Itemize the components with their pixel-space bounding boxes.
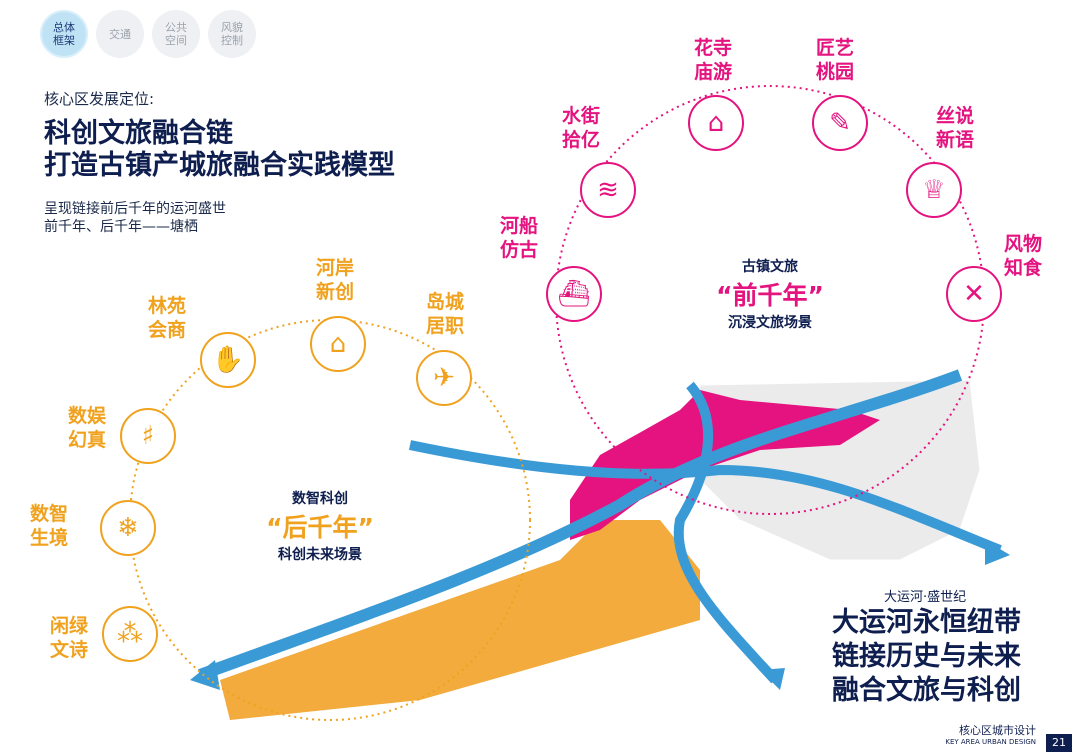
node-label: 丝说新语 [936, 105, 975, 151]
node-label: 闲绿文诗 [50, 615, 89, 661]
headline-line: 打造古镇产城旅融合实践模型 [44, 150, 395, 181]
statement-line: 融合文旅与科创 [832, 675, 1021, 706]
nav-style-control[interactable]: 风貌 控制 [208, 10, 256, 58]
node-label: 花寺庙游 [694, 37, 733, 83]
right-statement: 大运河永恒纽带 链接历史与未来 融合文旅与科创 [832, 606, 1021, 708]
statement-line: 大运河永恒纽带 [832, 607, 1021, 638]
statement-line: 链接历史与未来 [832, 641, 1021, 672]
snowflake-icon: ❄ [100, 500, 156, 556]
footer-title-en: KEY AREA URBAN DESIGN [945, 738, 1036, 746]
section-nav: 总体 框架 交通 公共 空间 风貌 控制 [40, 10, 256, 58]
desc-line: 前千年、后千年——塘栖 [44, 219, 198, 235]
orange-district [220, 520, 700, 720]
footer: 核心区城市设计 KEY AREA URBAN DESIGN [945, 722, 1036, 746]
page-number: 21 [1046, 734, 1072, 752]
nav-label: 风貌 控制 [221, 21, 243, 47]
house-wave-icon: ⌂ [310, 316, 366, 372]
nav-label: 总体 框架 [53, 21, 75, 47]
node-label: 数娱幻真 [68, 405, 107, 451]
positioning-subtitle: 核心区发展定位: [44, 90, 155, 108]
canal-arrow-west [197, 369, 963, 681]
nav-public-space[interactable]: 公共 空间 [152, 10, 200, 58]
arrowhead-east [985, 540, 1010, 565]
page-headline: 科创文旅融合链 打造古镇产城旅融合实践模型 [44, 118, 395, 182]
node-label: 河岸新创 [316, 257, 355, 303]
nav-label: 交通 [109, 27, 131, 41]
craft-icon: ✎ [812, 95, 868, 151]
pink-ring-center: 古镇文旅 “前千年” 沉浸文旅场景 [690, 256, 850, 332]
footer-title: 核心区城市设计 [959, 724, 1036, 737]
canal-arrow-south [673, 381, 779, 684]
headline-line: 科创文旅融合链 [44, 118, 233, 149]
nav-traffic[interactable]: 交通 [96, 10, 144, 58]
center-big: “前千年” [716, 281, 824, 310]
node-label: 数智生境 [30, 503, 69, 549]
center-sub: 沉浸文旅场景 [728, 315, 812, 331]
center-small: 古镇文旅 [742, 259, 798, 275]
orange-ring-center: 数智科创 “后千年” 科创未来场景 [240, 488, 400, 564]
center-small: 数智科创 [292, 491, 348, 507]
node-label: 岛城居职 [426, 291, 465, 337]
cutlery-icon: ✕ [946, 266, 1002, 322]
center-big: “后千年” [266, 513, 374, 542]
handshake-icon: ✋ [200, 332, 256, 388]
ship-icon: ⛴ [546, 266, 602, 322]
desc-line: 呈现链接前后千年的运河盛世 [44, 201, 226, 217]
node-label: 匠艺桃园 [816, 37, 855, 83]
dress-icon: ♕ [906, 162, 962, 218]
node-label: 水街拾亿 [562, 105, 601, 151]
grass-icon: ⁂ [102, 606, 158, 662]
positioning-description: 呈现链接前后千年的运河盛世 前千年、后千年——塘栖 [44, 200, 226, 236]
right-subtitle: 大运河·盛世纪 [884, 590, 967, 605]
node-label: 林苑会商 [148, 295, 187, 341]
arrowhead-west [190, 660, 220, 690]
center-sub: 科创未来场景 [278, 547, 362, 563]
arrowhead-south [760, 668, 785, 690]
node-label: 河船仿古 [500, 215, 539, 261]
traveler-icon: ✈ [416, 350, 472, 406]
nav-label: 公共 空间 [165, 21, 187, 47]
cinema-icon: ♯ [120, 408, 176, 464]
nav-overall-framework[interactable]: 总体 框架 [40, 10, 88, 58]
canal-arrow-east [408, 440, 1002, 555]
temple-icon: ⌂ [688, 95, 744, 151]
water-icon: ≋ [580, 162, 636, 218]
node-label: 风物知食 [1004, 233, 1043, 279]
